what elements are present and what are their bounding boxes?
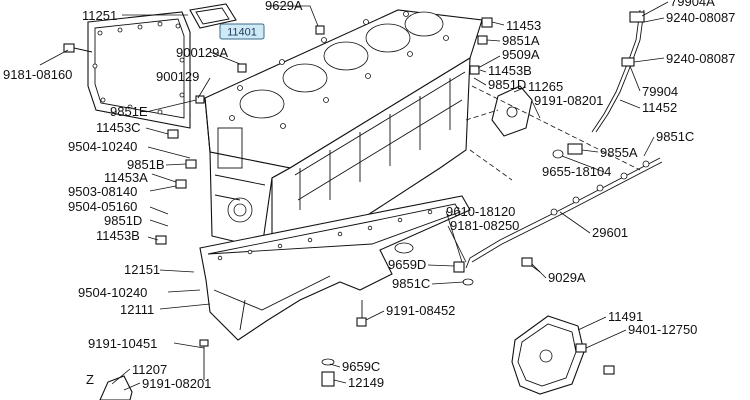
label-11453a[interactable]: 11453A [104, 170, 148, 185]
label-9851a[interactable]: 9851A [502, 33, 540, 48]
cylinder-block [204, 9, 483, 251]
label-12111[interactable]: 12111 [120, 302, 154, 317]
label-9509a[interactable]: 9509A [502, 47, 540, 62]
label-79904[interactable]: 79904 [642, 84, 678, 99]
label-11453c[interactable]: 11453C [96, 120, 141, 135]
bolt-9181-08160 [63, 43, 93, 53]
label-9191-10451[interactable]: 9191-10451 [88, 336, 157, 351]
highlighted-part-number: 11401 [227, 27, 257, 39]
label-9851e[interactable]: 9851E [110, 104, 148, 119]
label-9610-18120[interactable]: 9610-18120 [446, 204, 515, 219]
label-9629a[interactable]: 9629A [265, 0, 303, 13]
dipstick-tube [591, 9, 645, 133]
label-9191-08201-top[interactable]: 9191-08201 [534, 93, 603, 108]
bolt-9191-08452 [356, 300, 367, 327]
drain-plug [321, 358, 335, 387]
ref-line-cover [465, 109, 499, 121]
ref-line-oilline [469, 149, 513, 181]
bracket-11207 [99, 375, 133, 400]
label-900129a[interactable]: 900129A [176, 45, 228, 60]
label-9191-08452[interactable]: 9191-08452 [386, 303, 455, 318]
label-9851c-bottom[interactable]: 9851C [392, 276, 430, 291]
side-cover-11265 [491, 85, 533, 137]
label-11452[interactable]: 11452 [642, 100, 677, 115]
label-11265[interactable]: 11265 [528, 79, 563, 94]
label-z[interactable]: Z [86, 372, 94, 387]
label-9851d-right[interactable]: 9851D [488, 77, 526, 92]
label-9851b[interactable]: 9851B [127, 157, 165, 172]
label-11453b-right[interactable]: 11453B [488, 63, 532, 78]
label-9855a[interactable]: 9855A [600, 145, 638, 160]
label-79904a[interactable]: 79904A [670, 0, 715, 9]
ref-line-dipstick [471, 85, 641, 171]
label-9504-10240-top[interactable]: 9504-10240 [68, 139, 137, 154]
label-11251[interactable]: 11251 [82, 8, 117, 23]
fitting-9659d [453, 261, 474, 286]
label-9504-05160[interactable]: 9504-05160 [68, 199, 137, 214]
label-11491[interactable]: 11491 [608, 309, 643, 324]
label-29601[interactable]: 29601 [592, 225, 628, 240]
highlighted-part-label[interactable]: 11401 [219, 23, 265, 40]
label-11207[interactable]: 11207 [132, 362, 167, 377]
label-9181-08160[interactable]: 9181-08160 [3, 67, 72, 82]
label-9191-08201-bottom[interactable]: 9191-08201 [142, 376, 211, 391]
union-fitting [552, 143, 583, 159]
top-gasket-plate [189, 3, 237, 29]
label-12149[interactable]: 12149 [348, 375, 384, 390]
bolt-9029a [521, 257, 541, 273]
label-9181-08250[interactable]: 9181-08250 [450, 218, 519, 233]
oil-line-29601 [465, 157, 663, 269]
label-11453b-left[interactable]: 11453B [96, 228, 140, 243]
label-9504-10240-bottom[interactable]: 9504-10240 [78, 285, 147, 300]
label-900129[interactable]: 900129 [156, 69, 199, 84]
label-9503-08140[interactable]: 9503-08140 [68, 184, 137, 199]
label-9851c-top[interactable]: 9851C [656, 129, 694, 144]
bolt-9191-10451 [199, 339, 209, 380]
label-9655-18104[interactable]: 9655-18104 [542, 164, 611, 179]
label-9851d-left[interactable]: 9851D [104, 213, 142, 228]
label-9659c[interactable]: 9659C [342, 359, 380, 374]
bracket-11491 [511, 315, 615, 395]
label-9029a[interactable]: 9029A [548, 270, 586, 285]
part-labels: 11401 11251 9629A 9181-08160 900129A 900… [3, 0, 735, 391]
label-9240-08087-b[interactable]: 9240-08087 [666, 51, 735, 66]
label-9401-12750[interactable]: 9401-12750 [628, 322, 697, 337]
oil-pan [199, 195, 471, 341]
label-11453[interactable]: 11453 [506, 18, 541, 33]
leader-lines [39, 1, 669, 391]
label-12151[interactable]: 12151 [124, 262, 160, 277]
label-9240-08087-a[interactable]: 9240-08087 [666, 10, 735, 25]
label-9659d[interactable]: 9659D [388, 257, 426, 272]
side-cover-plate [87, 11, 191, 129]
